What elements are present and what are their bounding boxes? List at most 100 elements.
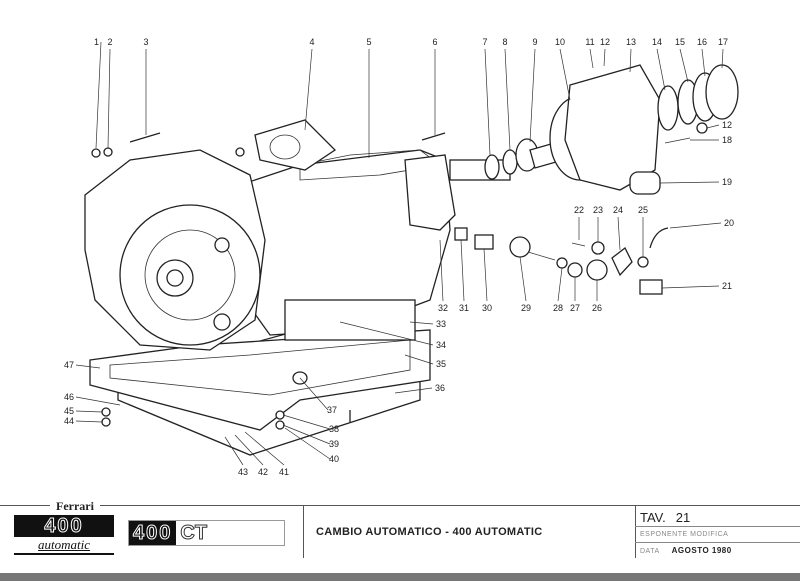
callout-leader-line [557,267,563,302]
callout-number: 35 [436,359,446,369]
callout-number: 38 [329,424,339,434]
callout-number: 11 [585,37,594,47]
logo-400ct: 400 CT [128,520,285,546]
callout-leader-line [244,431,285,466]
callout-number: 41 [279,467,289,477]
callout-number: 8 [502,37,507,47]
callout-leader-line [282,414,331,430]
callout-number: 18 [722,135,732,145]
speedometer-drive-parts [454,227,669,295]
callout-leader-line [661,285,720,289]
logo2-suffix: CT [180,522,208,545]
callout-number: 46 [64,392,74,402]
callout-number: 13 [626,37,636,47]
callout-number: 30 [482,303,492,313]
logo2-number: 400 [129,521,177,545]
callout-number: 44 [64,416,74,426]
logo-400-automatic: 400 automatic [14,515,114,555]
torque-converter [84,149,266,351]
divider [635,542,800,543]
callout-leader-line [95,41,102,149]
callout-number: 1 [94,37,99,47]
callout-leader-line [679,48,689,83]
callout-leader-line [404,354,434,365]
callout-leader-line [299,377,329,411]
callout-number: 39 [329,439,339,449]
esponente-label: ESPONENTE MODIFICA [640,531,729,538]
callout-leader-line [706,124,720,129]
output-shaft-assembly [449,64,739,195]
transmission-case [239,149,456,341]
callout-number: 34 [436,340,446,350]
scan-edge [0,573,800,581]
callout-number: 20 [724,218,734,228]
callout-number: 43 [238,467,248,477]
callout-leader-line [460,239,465,302]
callout-leader-line [617,216,621,251]
callout-number: 37 [327,405,337,415]
logo1-number: 400 [44,515,84,538]
callout-number: 40 [329,454,339,464]
divider [303,506,304,558]
tav-number: 21 [675,510,691,525]
callout-leader-line [603,48,606,67]
callout-number: 9 [532,37,537,47]
callout-leader-line [75,396,121,406]
callout-leader-line [721,48,724,69]
callout-leader-line [394,387,433,394]
callout-leader-line [284,427,331,460]
callout-number: 29 [521,303,531,313]
callout-number: 23 [593,205,603,215]
callout-number: 32 [438,303,448,313]
callout-leader-line [529,48,536,143]
callout-number: 25 [638,205,648,215]
callout-leader-line [519,256,527,302]
callout-number: 7 [482,37,487,47]
callout-number: 16 [697,37,707,47]
callout-leader-line [75,364,101,369]
callout-leader-line [409,321,434,325]
callout-number: 45 [64,406,74,416]
callout-leader-line [304,48,313,131]
callout-number: 17 [718,37,728,47]
date-label: DATA [640,548,660,555]
callout-leader-line [282,424,331,445]
table-number: TAV. 21 [640,510,690,525]
title-block: Ferrari 400 automatic 400 CT CAMBIO AUTO… [0,499,800,558]
tav-label: TAV. [640,510,666,525]
callout-number: 33 [436,319,446,329]
callout-leader-line [339,321,434,346]
callout-number: 10 [555,37,565,47]
oil-pan [89,329,431,456]
date-row: DATA AGOSTO 1980 [640,546,732,555]
callout-leader-line [75,420,103,423]
callout-number: 22 [574,205,584,215]
bolts-and-washers [91,119,446,430]
callout-leader-line [224,436,244,466]
callout-leader-line [75,410,103,413]
callout-number: 26 [592,303,602,313]
callout-number: 3 [143,37,148,47]
callout-leader-line [629,48,632,73]
callout-leader-line [659,181,720,184]
callout-number: 21 [722,281,732,291]
callout-leader-line [439,239,444,302]
callout-number: 12 [722,120,732,130]
callout-number: 15 [675,37,685,47]
callout-leader-line [559,48,571,101]
divider [635,526,800,527]
divider [635,506,636,558]
callout-number: 12 [600,37,610,47]
callout-number: 2 [107,37,112,47]
callout-number: 31 [459,303,469,313]
callout-number: 14 [652,37,662,47]
callout-number: 6 [432,37,437,47]
callout-leader-line [234,434,264,466]
callout-number: 4 [309,37,314,47]
callout-number: 5 [366,37,371,47]
callout-number: 42 [258,467,268,477]
callout-number: 36 [435,383,445,393]
date-value: AGOSTO 1980 [671,546,732,555]
callout-leader-line [107,48,111,149]
